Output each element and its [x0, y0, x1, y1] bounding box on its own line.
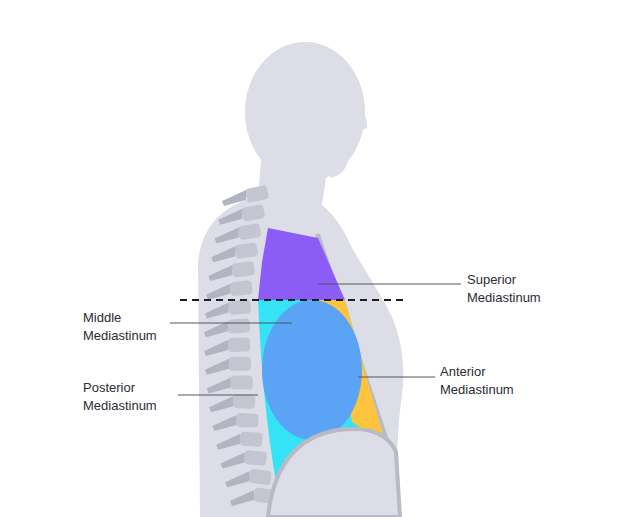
vertebra	[248, 469, 272, 486]
leader-line	[358, 377, 435, 378]
region-label: Posterior Mediastinum	[83, 379, 175, 415]
spinous-process	[221, 453, 245, 469]
spinous-process	[205, 359, 229, 375]
spinous-process	[209, 396, 233, 412]
spinous-process	[205, 303, 229, 319]
leader-line	[318, 284, 461, 285]
spinous-process	[211, 246, 235, 262]
region-label: Superior Mediastinum	[467, 271, 559, 307]
spinous-process	[216, 434, 240, 450]
divider-line	[180, 299, 405, 301]
spinous-process	[208, 265, 232, 281]
diaphragm	[268, 429, 400, 517]
spinous-process	[204, 321, 228, 337]
leader-line	[170, 323, 292, 324]
vertebra	[228, 337, 250, 352]
leader-lines	[170, 284, 461, 395]
vertebra	[230, 280, 253, 296]
spinous-process	[218, 209, 242, 225]
vertebra	[229, 357, 251, 371]
spinous-process	[206, 284, 230, 300]
spinous-process	[207, 378, 231, 394]
vertebra	[236, 413, 259, 428]
spinous-process	[222, 190, 246, 206]
vertebra	[234, 242, 258, 259]
vertebra	[228, 299, 251, 315]
vertebra	[232, 261, 256, 278]
face-profile	[330, 95, 367, 178]
spinous-process	[204, 340, 228, 356]
superior-mediastinum-region	[258, 228, 345, 300]
vertebra	[245, 185, 269, 203]
vertebra	[244, 450, 267, 466]
spinous-process	[230, 490, 254, 506]
vertebra	[241, 204, 265, 222]
vertebra	[228, 318, 251, 333]
spinous-process	[212, 415, 236, 431]
spinous-process	[225, 471, 249, 487]
vertebra	[240, 431, 263, 447]
region-label: Anterior Mediastinum	[440, 363, 532, 399]
vertebra	[238, 223, 262, 240]
leader-line	[178, 395, 258, 396]
vertebra	[231, 375, 253, 389]
middle-mediastinum-region	[262, 300, 362, 440]
spinous-process	[215, 228, 239, 244]
region-label: Middle Mediastinum	[83, 309, 175, 345]
vertebra	[233, 394, 255, 409]
torso-silhouette	[198, 150, 403, 517]
